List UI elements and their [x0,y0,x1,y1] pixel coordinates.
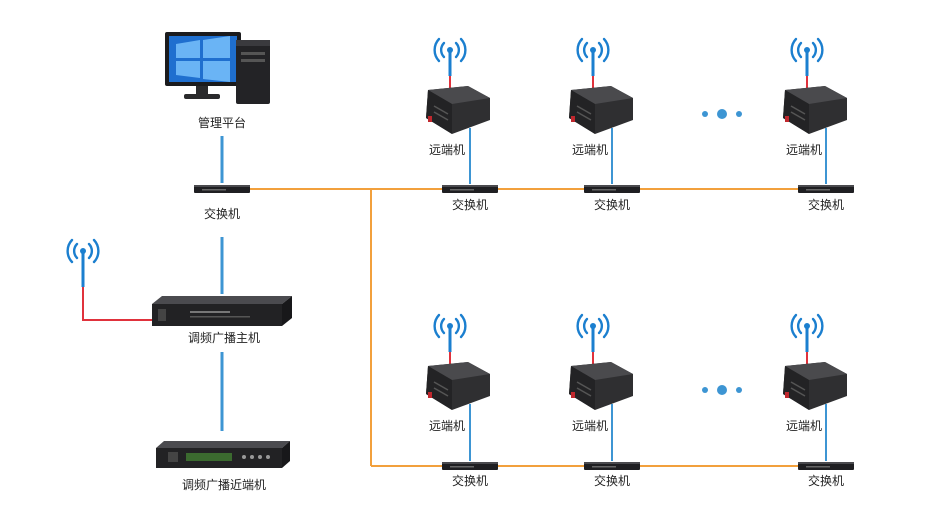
switch-icon [584,462,640,470]
label-switch: 交换机 [451,198,489,212]
label-remote: 远端机 [785,419,823,433]
host-antenna-icon [66,238,100,287]
label-fm-host: 调频广播主机 [187,331,261,345]
main-switch-icon [194,185,250,193]
switch-icon [584,185,640,193]
label-switch: 交换机 [807,474,845,488]
drop-lines [469,128,827,184]
label-remote: 远端机 [428,143,466,157]
ellipsis-dots-icon [702,109,742,119]
label-switch: 交换机 [807,198,845,212]
remote-unit-icon [424,313,492,412]
ellipsis-dots-icon [702,385,742,395]
label-switch: 交换机 [451,474,489,488]
label-switch: 交换机 [593,474,631,488]
management-pc-icon [165,32,270,104]
remote-unit-icon [781,313,849,412]
ethernet-lines [250,188,852,467]
remote-unit-icon [781,37,849,136]
label-fm-near-end: 调频广播近端机 [181,478,267,492]
remote-unit-icon [567,313,635,412]
label-remote: 远端机 [428,419,466,433]
remote-unit-icon [424,37,492,136]
rf-line [82,287,155,321]
fm-host-icon [152,296,292,326]
label-management-platform: 管理平台 [197,116,247,130]
label-switch: 交换机 [593,198,631,212]
label-main-switch: 交换机 [203,207,241,221]
switch-icon [442,185,498,193]
label-remote: 远端机 [571,419,609,433]
label-remote: 远端机 [785,143,823,157]
label-remote: 远端机 [571,143,609,157]
switch-icon [798,462,854,470]
remote-unit-icon [567,37,635,136]
switch-icon [442,462,498,470]
fm-near-end-icon [156,441,290,468]
switch-icon [798,185,854,193]
drop-lines [469,404,827,461]
